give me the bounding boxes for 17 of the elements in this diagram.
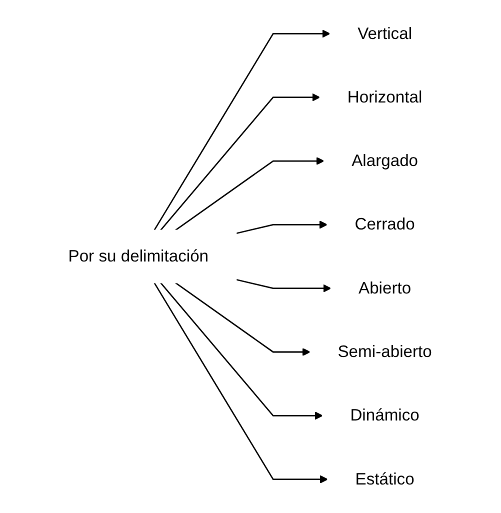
arrow	[160, 93, 321, 231]
node-text: Cerrado	[355, 214, 416, 234]
node-text: Horizontal	[348, 88, 423, 106]
node-text: Semi-abierto	[338, 342, 432, 361]
arrow	[236, 220, 328, 234]
arrow	[236, 278, 332, 292]
node-text: Estático	[356, 470, 415, 488]
arrow	[176, 156, 325, 231]
arrow	[160, 282, 324, 420]
node-text: Alargado	[352, 151, 418, 170]
arrow	[154, 282, 328, 484]
node-text: Dinámico	[350, 406, 420, 424]
arrow	[154, 30, 331, 231]
node-text: Vertical	[358, 24, 412, 42]
node-text: Por su delimitación	[68, 246, 209, 266]
node-text: Abierto	[358, 278, 412, 298]
arrow	[176, 282, 311, 356]
